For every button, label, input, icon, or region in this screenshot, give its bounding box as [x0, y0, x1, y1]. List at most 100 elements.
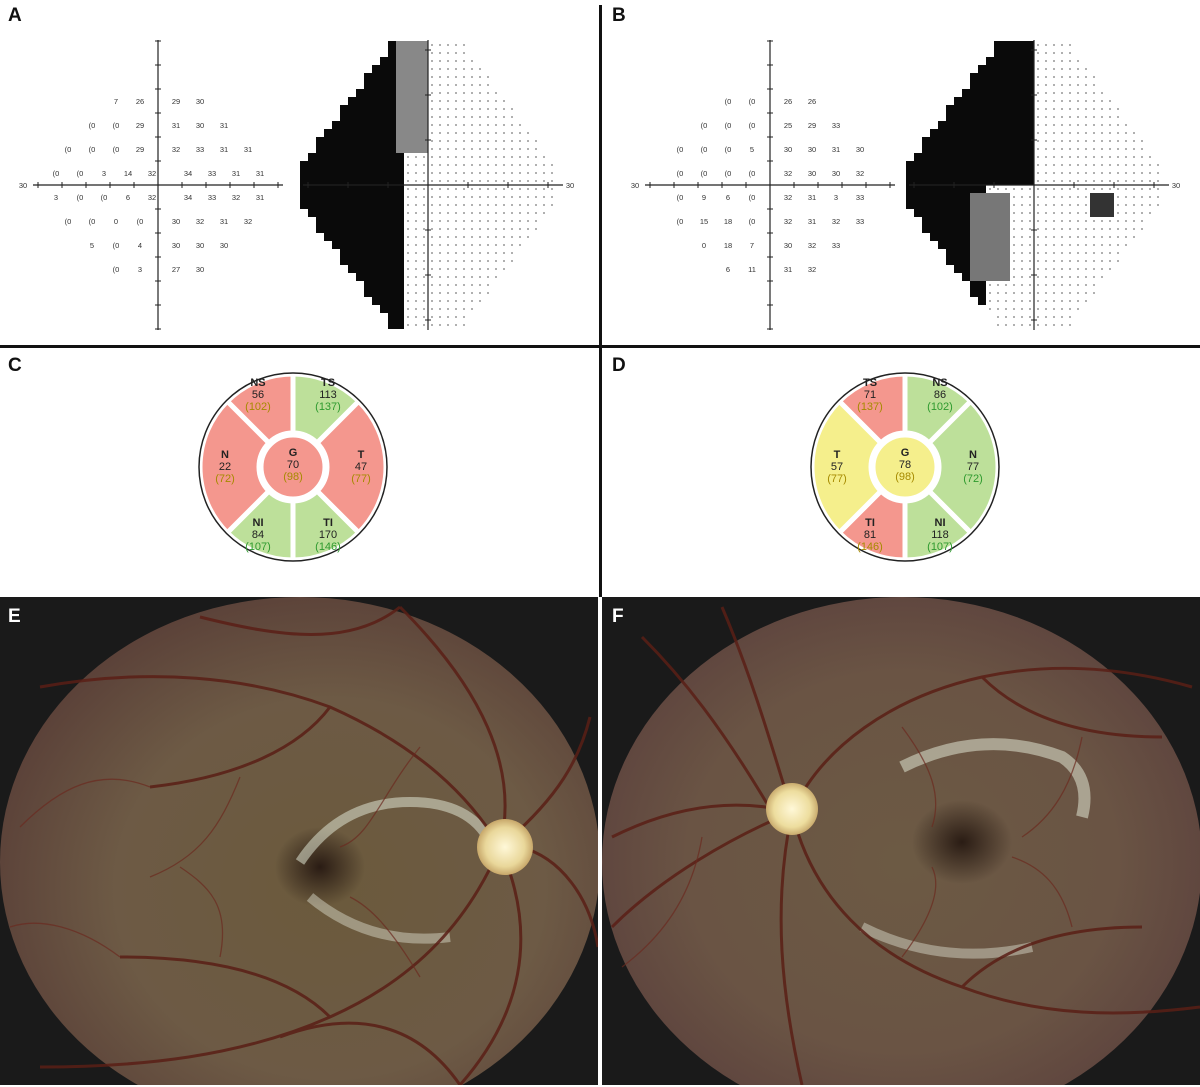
vf-b-num-value: 31: [832, 145, 840, 154]
vf-b-map-cell: [1045, 156, 1047, 158]
vf-a-map-cell: [396, 153, 404, 161]
vf-b-map-cell: [1069, 84, 1071, 86]
vf-b-map-cell: [1002, 193, 1010, 201]
vf-a-map-cell: [380, 105, 388, 113]
vf-b-map-cell: [1077, 132, 1079, 134]
vf-b-map-cell: [1061, 308, 1063, 310]
vf-b-map-cell: [1053, 212, 1055, 214]
vf-a-num-value: (0: [89, 121, 96, 130]
vf-b-map-cell: [1018, 49, 1026, 57]
vf-b-map-cell: [970, 233, 978, 241]
vf-b-map-cell: [986, 249, 994, 257]
vf-b-map-cell: [930, 169, 938, 177]
vf-b-map-cell: [1053, 132, 1055, 134]
vf-a-map-cell: [356, 193, 364, 201]
vf-a-map-cell: [447, 84, 449, 86]
vf-a-map-cell: [423, 156, 425, 158]
vf-a-map-cell: [407, 180, 409, 182]
vf-b-map-cell: [1125, 124, 1127, 126]
vf-a-map-cell: [455, 116, 457, 118]
optic-disc-e: [477, 819, 533, 875]
vf-b-map-cell: [1117, 164, 1119, 166]
oct-rnfl-chart-d: TS71(137)NS86(102)N77(72)NI118(107)TI81(…: [810, 371, 1000, 563]
vf-a-map-cell: [447, 172, 449, 174]
vf-b-map-cell: [1077, 284, 1079, 286]
vf-a-map-cell: [380, 153, 388, 161]
vf-b-map-cell: [994, 225, 1002, 233]
vf-b-map-cell: [1149, 156, 1151, 158]
vf-a-num-value: 30: [196, 121, 204, 130]
vf-b-map-cell: [1002, 209, 1010, 217]
vf-a-map-cell: [415, 252, 417, 254]
vf-b-map-cell: [1061, 284, 1063, 286]
vf-b-map-cell: [1061, 52, 1063, 54]
vf-a-map-cell: [463, 196, 465, 198]
vf-b-map-cell: [986, 217, 994, 225]
vf-a-map-cell: [340, 193, 348, 201]
vf-a-map-cell: [372, 273, 380, 281]
vf-a-map-cell: [535, 196, 537, 198]
vf-a-map-cell: [487, 140, 489, 142]
vf-b-map-cell: [1018, 177, 1026, 185]
vf-b-map-cell: [938, 129, 946, 137]
vf-a-map-cell: [348, 249, 356, 257]
vf-b-map-cell: [1109, 100, 1111, 102]
vf-a-map-cell: [551, 180, 553, 182]
vf-a-map-cell: [396, 81, 404, 89]
vf-a-map-cell: [372, 89, 380, 97]
vf-b-map-cell: [1018, 121, 1026, 129]
vf-b-map-cell: [978, 73, 986, 81]
oct-c-normal-ti: (146): [315, 541, 341, 553]
vf-a-num-value: 31: [256, 193, 264, 202]
vf-a-map-cell: [487, 164, 489, 166]
vf-a-map-cell: [332, 209, 340, 217]
vf-b-map-cell: [938, 145, 946, 153]
vf-a-map-cell: [551, 188, 553, 190]
vf-b-map-cell: [1085, 260, 1087, 262]
vf-b-map-cell: [930, 193, 938, 201]
vf-b-map-cell: [1133, 196, 1135, 198]
vf-a-map-cell: [396, 201, 404, 209]
vf-a-map-cell: [316, 153, 324, 161]
vf-b-map-cell: [1026, 169, 1034, 177]
oct-c-sector-g: [258, 432, 328, 502]
vf-a-map-cell: [487, 276, 489, 278]
vf-a-map-cell: [431, 140, 433, 142]
vf-b-map-cell: [1085, 276, 1087, 278]
vf-b-map-cell: [1045, 100, 1047, 102]
vf-a-map-cell: [463, 260, 465, 262]
vf-b-map-cell: [906, 185, 914, 193]
vf-a-num-value: (0: [101, 193, 108, 202]
vf-a-map-cell: [388, 201, 396, 209]
vf-a-map-cell: [439, 196, 441, 198]
vf-b-map-cell: [994, 97, 1002, 105]
vf-a-map-cell: [551, 172, 553, 174]
vf-b-num-value: 30: [808, 145, 816, 154]
vf-b-map-cell: [922, 217, 930, 225]
vf-b-map-cell: [1125, 140, 1127, 142]
oct-d-normal-ns: (102): [927, 401, 953, 413]
vf-a-map-cell: [324, 233, 332, 241]
vf-b-map-cell: [986, 153, 994, 161]
vf-b-map-cell: [1085, 116, 1087, 118]
vf-a-map-cell: [463, 276, 465, 278]
vf-b-map-cell: [1069, 284, 1071, 286]
vf-b-map-cell: [946, 153, 954, 161]
vf-b-map-cell: [978, 225, 986, 233]
vf-a-map-cell: [431, 196, 433, 198]
vf-a-map-cell: [412, 121, 420, 129]
vf-b-map-cell: [989, 284, 991, 286]
vf-b-map-cell: [997, 300, 999, 302]
vf-a-map-cell: [348, 97, 356, 105]
vf-a-map-cell: [415, 308, 417, 310]
vf-b-map-cell: [1053, 68, 1055, 70]
vf-b-map-cell: [954, 201, 962, 209]
vf-b-map-cell: [1101, 164, 1103, 166]
vf-a-map-cell: [420, 73, 428, 81]
vf-b-map-cell: [1026, 41, 1034, 49]
vf-a-map-cell: [364, 89, 372, 97]
vf-b-map-cell: [1141, 204, 1143, 206]
vf-b-map-cell: [1085, 188, 1087, 190]
vf-a-num-value: 6: [126, 193, 130, 202]
vf-b-map-cell: [1037, 124, 1039, 126]
